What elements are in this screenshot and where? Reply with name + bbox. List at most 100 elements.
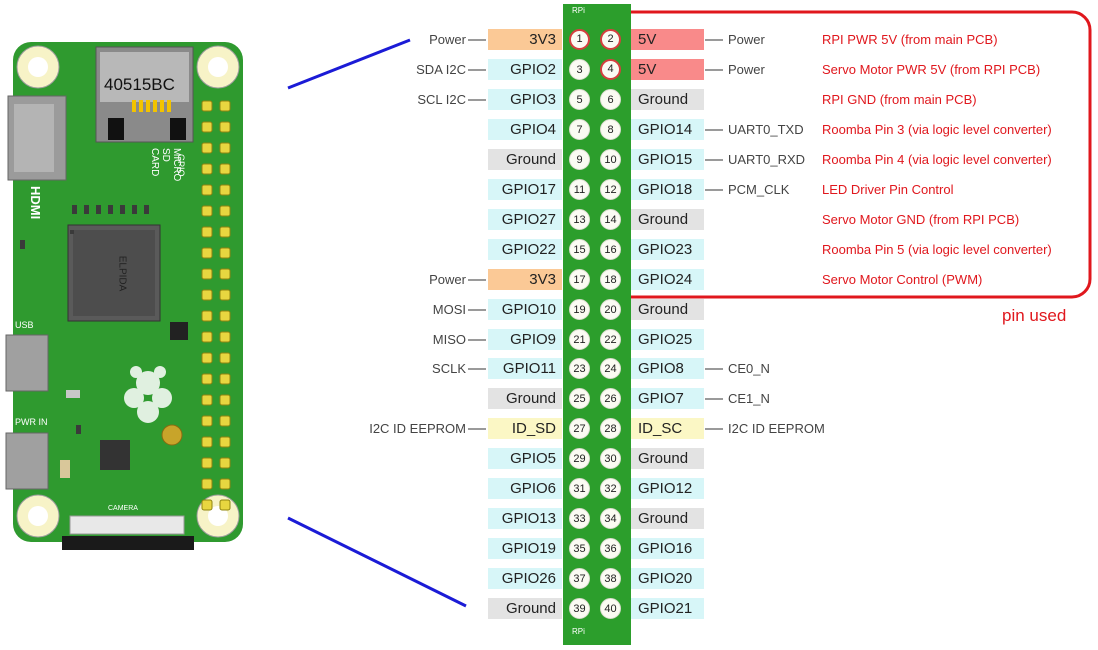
pin-function-19: MOSI [432,302,466,317]
pin-label-37: GPIO26 [488,568,562,589]
pin-label-35: GPIO19 [488,538,562,559]
pin-label-26: GPIO7 [631,388,704,409]
pin-label-21: GPIO9 [488,329,562,350]
gpio-pad [201,331,213,343]
gpio-pad [219,373,231,385]
gpio-pad [201,478,213,490]
gpio-pad [201,289,213,301]
gpio-pad [201,163,213,175]
gpio-pad [219,394,231,406]
pin-label-28: ID_SC [631,418,704,439]
pin-number-39: 39 [569,598,590,619]
hdmi-label: HDMI [28,186,43,220]
gpio-pad [219,436,231,448]
pin-label-24: GPIO8 [631,358,704,379]
pin-number-25: 25 [569,388,590,409]
pin-function-28: I2C ID EEPROM [728,421,825,436]
gpio-pad [201,499,213,511]
gpio-pad [201,310,213,322]
gpio-pad [201,121,213,133]
pin-number-26: 26 [600,388,621,409]
camera-label: CAMERA [108,505,138,512]
pin-func-dash [705,129,723,131]
pin-number-36: 36 [600,538,621,559]
pin-number-11: 11 [569,179,590,200]
pin-label-30: Ground [631,448,704,469]
pin-used-label: pin used [1002,306,1067,325]
pin-func-dash [468,39,486,41]
camera-connector [62,515,194,550]
pin-number-13: 13 [569,209,590,230]
pin-note-16: Roomba Pin 5 (via logic level converter) [822,242,1052,257]
pin-label-15: GPIO22 [488,239,562,260]
sd-card-label: MICRO SD CARD [149,148,182,182]
pin-label-22: GPIO25 [631,329,704,350]
pin-number-15: 15 [569,239,590,260]
gpio-pad [219,247,231,259]
pin-label-9: Ground [488,149,562,170]
pin-func-dash [468,368,486,370]
pin-function-24: CE0_N [728,361,770,376]
mini-hdmi-port [7,95,67,181]
pin-number-2: 2 [600,29,621,50]
gpio-pad [201,436,213,448]
gpio-pad [201,352,213,364]
gpio-pad [219,142,231,154]
gpio-pad [201,394,213,406]
header-bottom-label: RPi [572,627,585,636]
pin-label-31: GPIO6 [488,478,562,499]
pin-label-33: GPIO13 [488,508,562,529]
pin-function-10: UART0_RXD [728,152,806,167]
pin-number-10: 10 [600,149,621,170]
pin-label-17: 3V3 [488,269,562,290]
pin-number-31: 31 [569,478,590,499]
gpio-pad [219,205,231,217]
pin-label-2: 5V [631,29,704,50]
pin-number-19: 19 [569,299,590,320]
pin-label-13: GPIO27 [488,209,562,230]
test-pad [161,424,183,446]
pin-label-11: GPIO17 [488,179,562,200]
pin-function-27: I2C ID EEPROM [369,421,466,436]
chip-label: 40515BC [104,75,175,94]
pin-number-27: 27 [569,418,590,439]
pin-label-18: GPIO24 [631,269,704,290]
pin-func-dash [468,69,486,71]
mounting-hole-top-right [196,45,240,89]
pin-number-33: 33 [569,508,590,529]
gpio-pad [219,163,231,175]
pin-label-34: Ground [631,508,704,529]
pin-function-3: SDA I2C [416,62,466,77]
pin-number-29: 29 [569,448,590,469]
header-top-label: RPi [572,6,585,15]
pin-note-6: RPI GND (from main PCB) [822,92,977,107]
sd-card-slot [95,46,194,143]
pin-label-29: GPIO5 [488,448,562,469]
pin-label-23: GPIO11 [488,358,562,379]
gpio-board-label: GPIO [176,154,186,177]
gpio-pad [219,415,231,427]
connector-line-top [287,38,411,90]
gpio-pad [219,121,231,133]
pin-number-23: 23 [569,358,590,379]
pin-func-dash [705,39,723,41]
pin-number-32: 32 [600,478,621,499]
pin-function-12: PCM_CLK [728,182,790,197]
pin-number-24: 24 [600,358,621,379]
pin-number-35: 35 [569,538,590,559]
gpio-pad [219,310,231,322]
pin-func-dash [705,69,723,71]
pin-function-1: Power [429,32,466,47]
pin-label-3: GPIO2 [488,59,562,80]
pin-func-dash [705,398,723,400]
gpio-pad [201,415,213,427]
pwr-in-port [5,432,49,490]
gpio-pad [201,184,213,196]
pin-number-8: 8 [600,119,621,140]
pin-function-23: SCLK [432,361,466,376]
pin-number-37: 37 [569,568,590,589]
pin-note-4: Servo Motor PWR 5V (from RPI PCB) [822,62,1041,77]
gpio-pad [219,184,231,196]
pin-label-38: GPIO20 [631,568,704,589]
